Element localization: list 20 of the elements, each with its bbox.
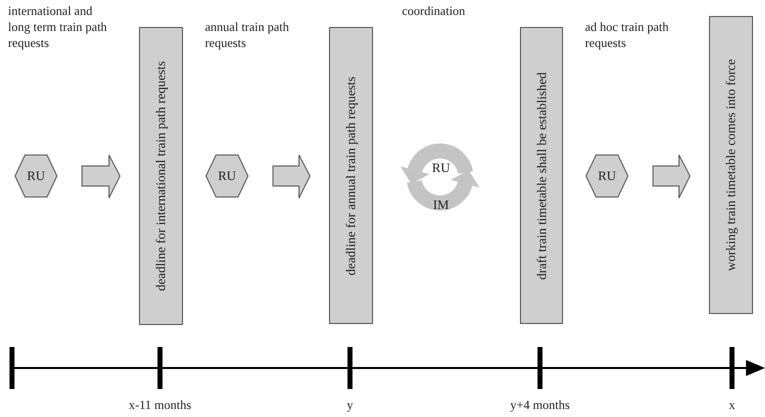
milestone-bar: working train timetable comes into force xyxy=(709,16,753,314)
timeline-label: y+4 months xyxy=(509,397,571,413)
hexagon-node: RU xyxy=(14,154,58,198)
hexagon-node: RU xyxy=(205,154,249,198)
phase-heading: ad hoc train path requests xyxy=(585,19,670,51)
role-label: IM xyxy=(432,197,450,213)
hexagon-node: RU xyxy=(585,154,629,198)
phase-heading: international and long term train path requests xyxy=(8,3,108,51)
phase-heading: coordination xyxy=(402,3,466,19)
block-arrow xyxy=(82,154,121,198)
timeline-label: x-11 months xyxy=(128,397,192,413)
timeline-label: y xyxy=(346,397,354,413)
milestone-bar: deadline for annual train path requests xyxy=(329,27,373,324)
milestone-bar: deadline for international train path requests xyxy=(139,27,183,325)
role-label: RU xyxy=(430,160,452,176)
milestone-bar: draft train timetable shall be established xyxy=(520,27,563,324)
phase-heading: annual train path requests xyxy=(205,19,290,51)
timeline-label: x xyxy=(728,397,736,413)
block-arrow xyxy=(652,154,691,198)
block-arrow xyxy=(272,154,311,198)
